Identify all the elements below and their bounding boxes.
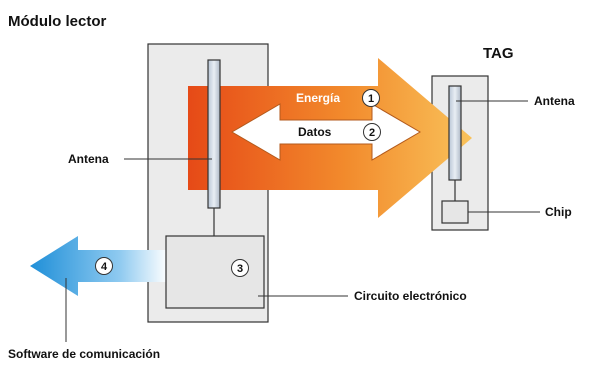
software-label: Software de comunicación xyxy=(8,347,160,361)
chip-label: Chip xyxy=(545,205,572,219)
data-label: Datos xyxy=(298,125,332,139)
software-number-badge xyxy=(95,257,113,275)
antenna-right-label: Antena xyxy=(534,94,575,108)
circuit-label: Circuito electrónico xyxy=(354,289,467,303)
tag-antenna xyxy=(448,85,462,181)
software-number: 4 xyxy=(101,261,108,273)
tag-title: TAG xyxy=(483,45,514,62)
energy-label: Energía xyxy=(296,91,340,105)
reader-antenna xyxy=(207,59,221,209)
diagram-title: Módulo lector xyxy=(8,13,106,30)
antenna-left-label: Antena xyxy=(68,152,109,166)
energy-number-badge xyxy=(362,89,380,107)
energy-number: 1 xyxy=(368,93,374,105)
circuit-box xyxy=(165,235,265,309)
circuit-number: 3 xyxy=(237,263,243,275)
chip-box xyxy=(441,200,469,224)
data-number: 2 xyxy=(369,127,375,139)
data-number-badge xyxy=(363,123,381,141)
data-arrow xyxy=(231,103,421,161)
circuit-number-badge xyxy=(231,259,249,277)
